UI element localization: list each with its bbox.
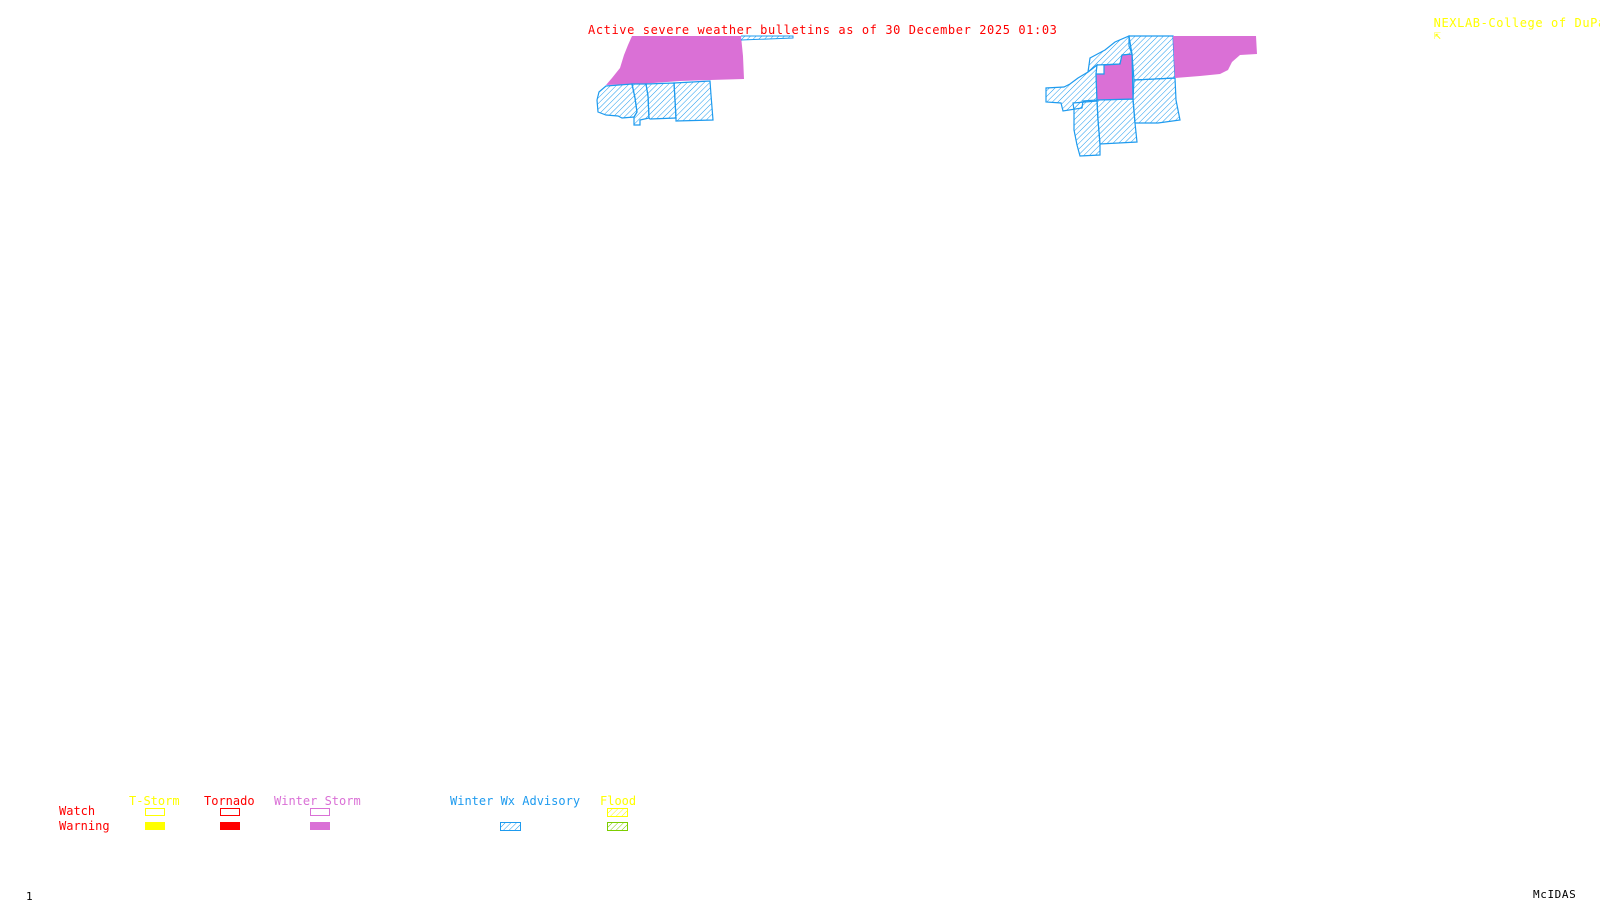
legend-winter-storm-label: Winter Storm xyxy=(274,794,361,808)
legend-tstorm-warning-swatch xyxy=(145,822,165,830)
legend-winter-wx-advisory-label: Winter Wx Advisory xyxy=(450,794,581,808)
legend-tstorm-label: T-Storm xyxy=(129,794,180,808)
legend-tornado-warning-swatch xyxy=(220,822,240,830)
credit-text: NEXLAB-College of DuPage ⇱ xyxy=(1418,5,1600,41)
arrow-icon: ⇱ xyxy=(1433,28,1442,42)
frame-number: 1 xyxy=(26,890,34,903)
legend-winter-wx-advisory-swatch xyxy=(500,822,521,831)
legend-flood-watch-swatch xyxy=(607,808,628,817)
legend-tornado-label: Tornado xyxy=(204,794,255,808)
legend-winter-storm-watch-swatch xyxy=(310,808,330,816)
legend-tstorm-watch-swatch xyxy=(145,808,165,816)
winter-wx-advisory-west xyxy=(596,80,714,126)
software-label: McIDAS xyxy=(1533,888,1577,901)
winter-storm-warning-east-inner xyxy=(1095,53,1134,101)
legend-winter-storm-warning-swatch xyxy=(310,822,330,830)
legend-row-warning: Warning xyxy=(59,819,110,833)
winter-wx-advisory-strip xyxy=(740,35,794,41)
bulletin-title: Active severe weather bulletins as of 30… xyxy=(588,23,1058,37)
legend-flood-label: Flood xyxy=(600,794,637,808)
winter-wx-advisory-east xyxy=(1045,35,1181,157)
legend-row-watch: Watch xyxy=(59,804,96,818)
legend-tornado-watch-swatch xyxy=(220,808,240,816)
winter-storm-warning-east-ne xyxy=(1173,36,1257,78)
credit-label: NEXLAB-College of DuPage xyxy=(1433,16,1600,30)
legend-flood-warning-swatch xyxy=(607,822,628,831)
winter-storm-warning-west xyxy=(606,36,744,85)
